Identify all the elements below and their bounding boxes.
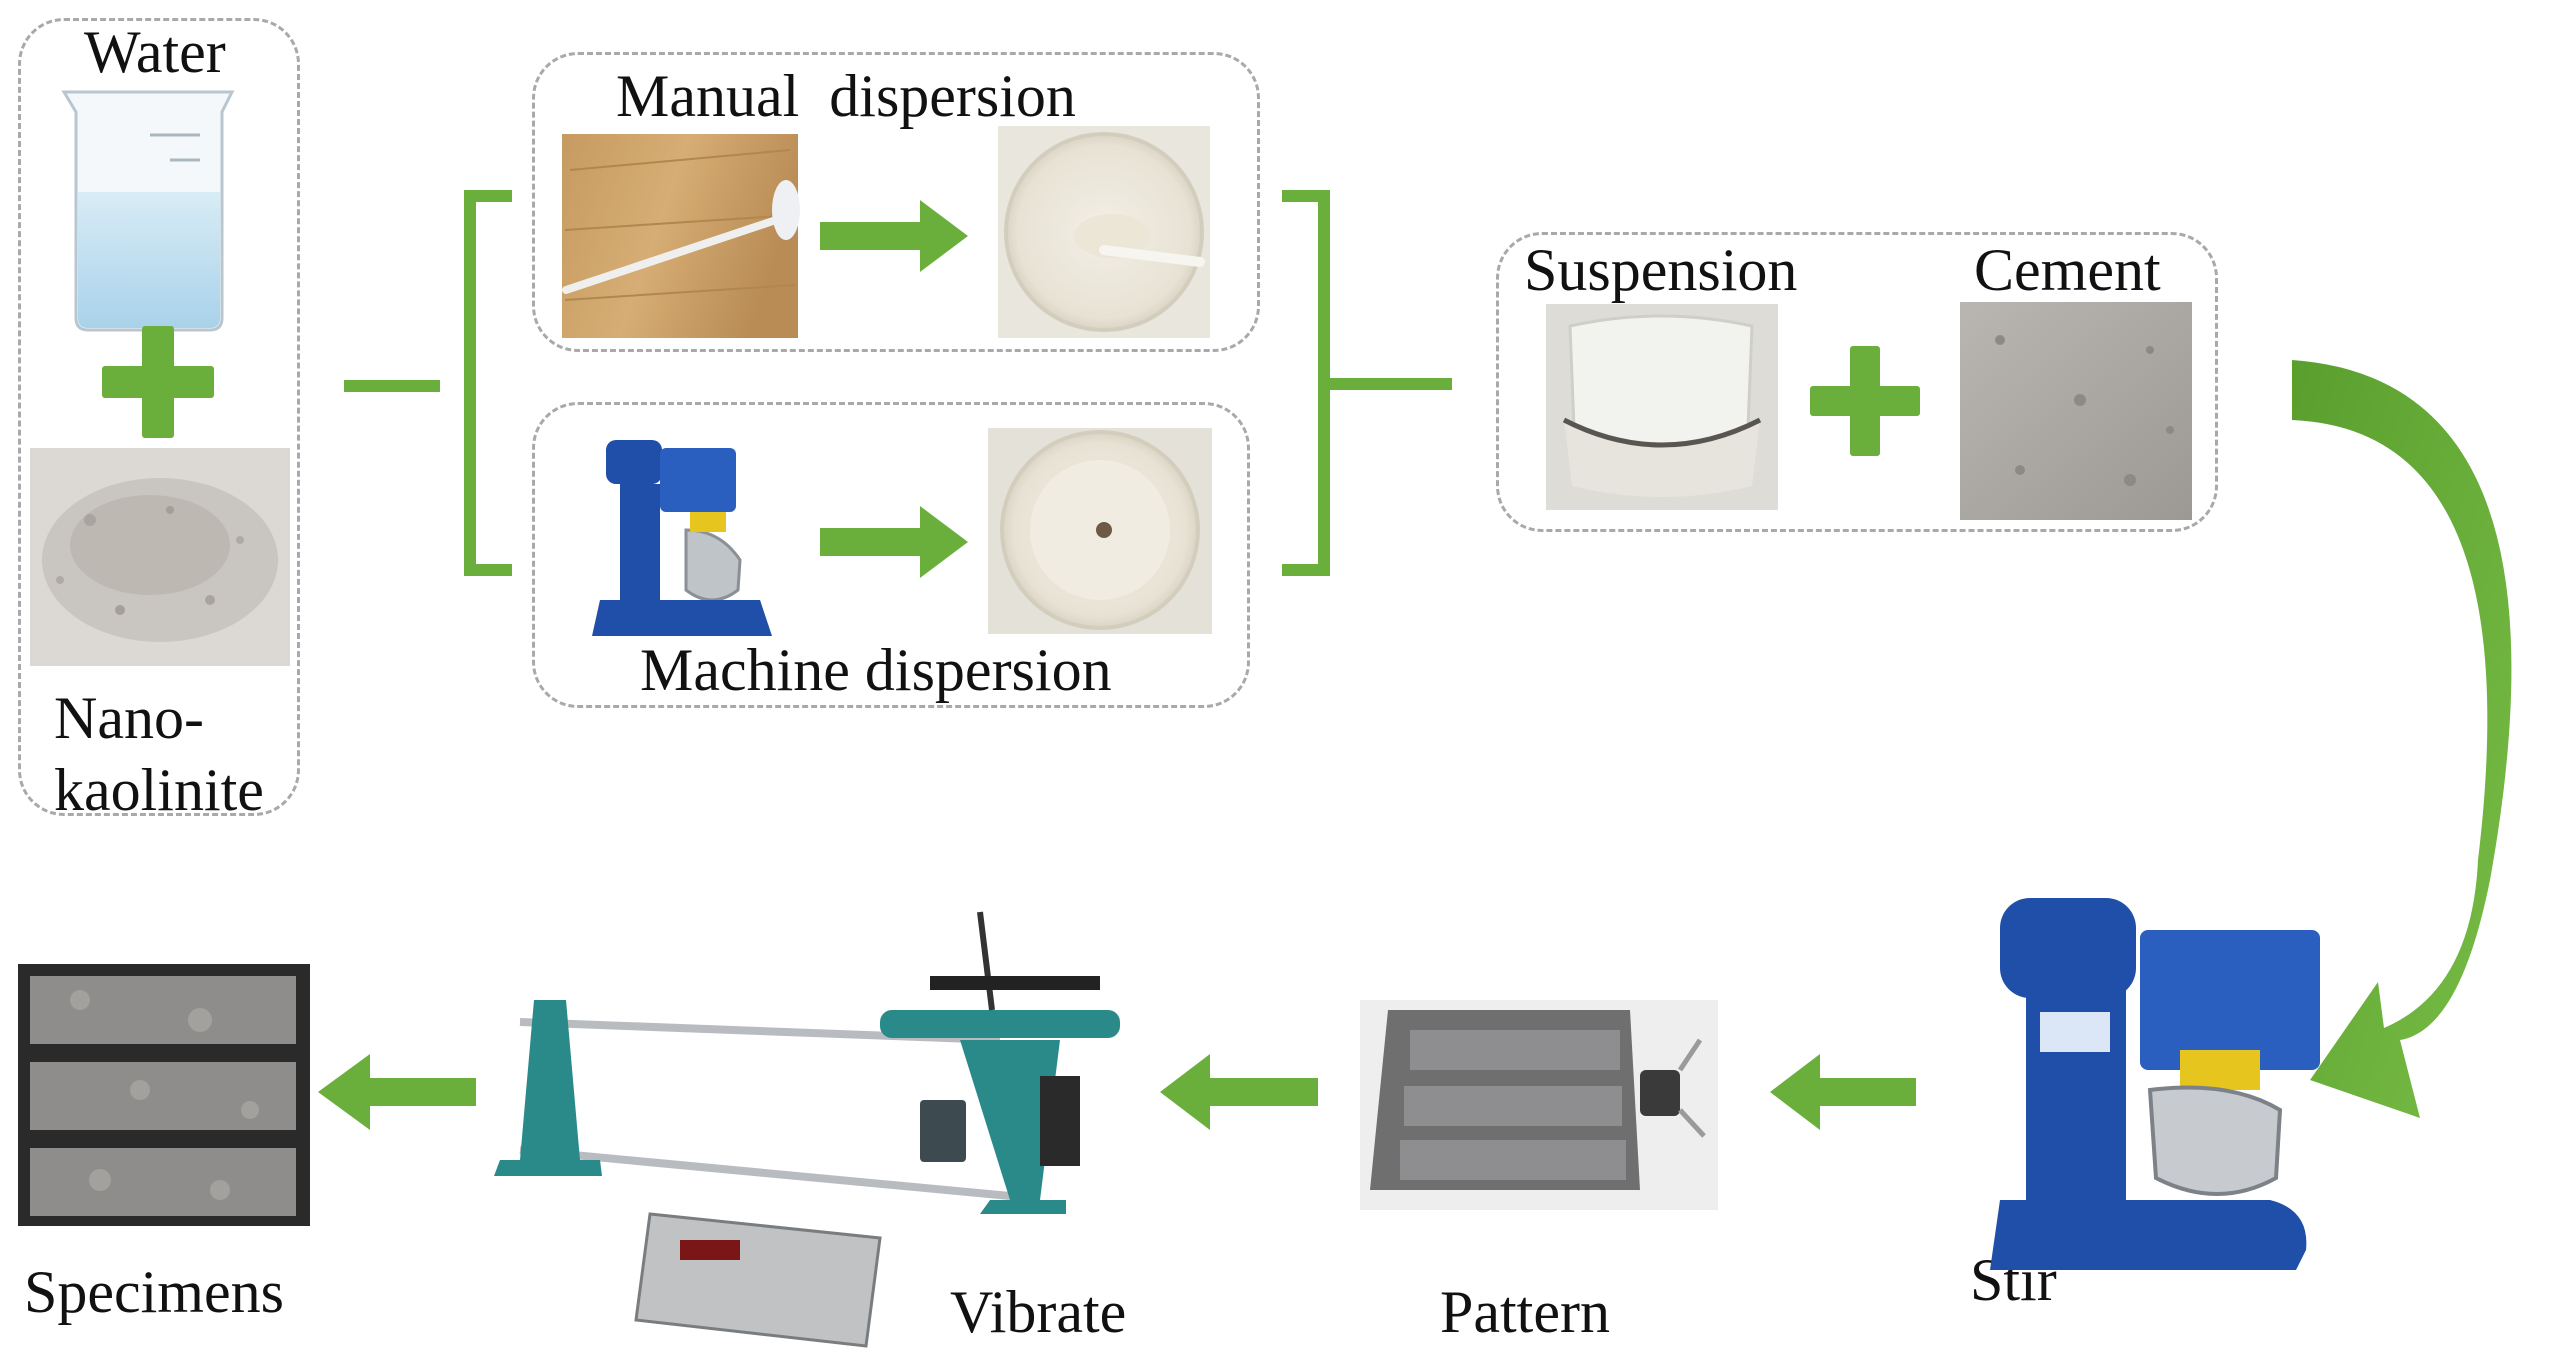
mixture-box <box>1496 232 2218 532</box>
water-label: Water <box>84 19 226 85</box>
pattern-to-vibrate-arrow <box>1160 1054 1318 1130</box>
plus-icon <box>102 326 214 438</box>
materials-box <box>18 18 300 816</box>
stir-to-pattern-arrow <box>1770 1054 1916 1130</box>
nano-kaolinite-label-line2: kaolinite <box>54 757 264 823</box>
left-brace <box>344 190 512 576</box>
dish-icon <box>988 428 1212 634</box>
vibrate-to-specimens-arrow <box>318 1054 476 1130</box>
powder-icon <box>30 448 290 666</box>
pattern-label: Pattern <box>1440 1279 1610 1345</box>
cement-label: Cement <box>1974 237 2161 303</box>
vibrate-label: Vibrate <box>950 1279 1127 1345</box>
machine-dispersion-box <box>532 402 1250 708</box>
right-brace <box>1282 190 1452 576</box>
specimen-bars-icon <box>18 964 310 1226</box>
mixer-machine-icon <box>1990 898 2320 1270</box>
manual-dispersion-box <box>532 52 1260 352</box>
cement-icon <box>1960 302 2192 520</box>
specimens-label: Specimens <box>24 1259 284 1325</box>
suspension-label: Suspension <box>1524 237 1798 303</box>
nano-kaolinite-label-line1: Nano- <box>54 685 204 751</box>
manual-arrow <box>820 200 968 272</box>
mixer-machine-icon <box>592 440 772 636</box>
mold-icon <box>1360 1000 1718 1210</box>
beaker-icon <box>61 90 235 332</box>
stirring-rod-icon <box>562 134 800 338</box>
jar-icon <box>1546 304 1778 510</box>
vibrating-table-icon <box>494 911 1120 1348</box>
dish-icon <box>998 126 1210 338</box>
machine-dispersion-label: Machine dispersion <box>640 637 1112 703</box>
machine-arrow <box>820 506 968 578</box>
manual-dispersion-label: Manual dispersion <box>616 63 1076 129</box>
plus-icon <box>1810 346 1920 456</box>
curved-arrow <box>2292 360 2512 1118</box>
